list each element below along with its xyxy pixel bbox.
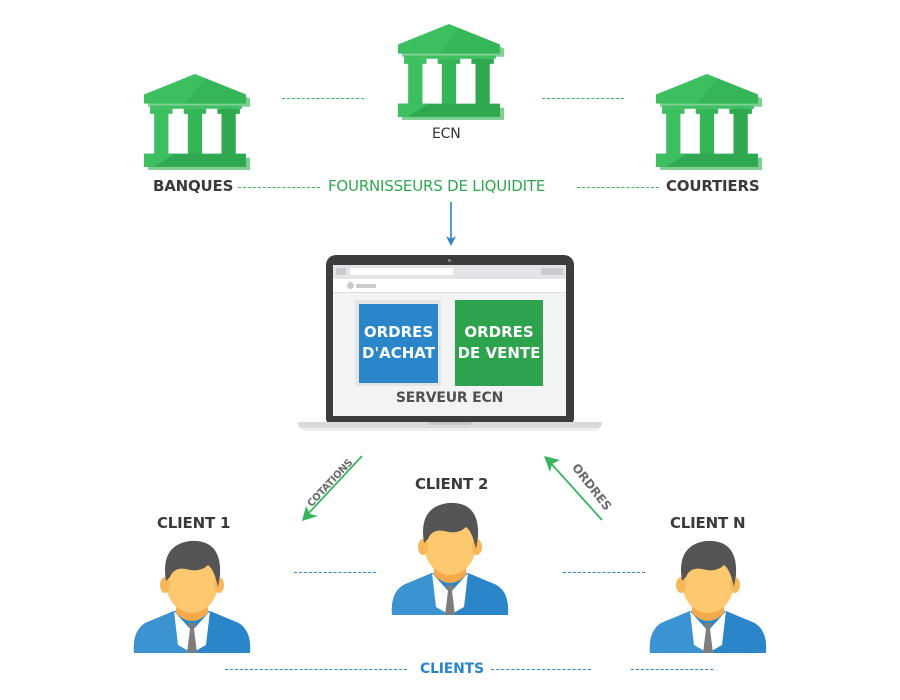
arrow-down-left-icon: [302, 455, 363, 521]
ecn-label: ECN: [432, 126, 461, 142]
browser-nav-dot: [347, 282, 354, 289]
connector-clients-mid: [491, 669, 591, 670]
orders-flow: ORDRES: [540, 452, 614, 526]
browser-window-buttons: [541, 268, 563, 275]
laptop-base-shadow: [302, 428, 598, 431]
user-icon: [391, 502, 509, 615]
client2-label: CLIENT 2: [415, 475, 489, 493]
brokers-node: [655, 72, 763, 172]
connector-client2-clientN: [563, 572, 645, 573]
client1-node: [130, 534, 254, 658]
banks-node: [143, 72, 251, 172]
connector-ecn-brokers: [542, 98, 624, 99]
quotes-flow: COTATIONS: [296, 452, 368, 526]
clientN-node: [646, 534, 770, 658]
client1-label: CLIENT 1: [157, 514, 231, 532]
user-icon: [649, 540, 767, 653]
bank-icon: [655, 74, 763, 170]
providers-label: FOURNISSEURS DE LIQUIDITE: [328, 177, 546, 195]
browser-nav-bar: [356, 284, 376, 288]
brokers-label: COURTIERS: [666, 177, 760, 195]
connector-banks-ecn: [282, 98, 364, 99]
arrow-down-icon: [446, 202, 456, 246]
connector-clients-left: [225, 669, 407, 670]
arrow-up-left-icon: [544, 456, 603, 521]
clientN-label: CLIENT N: [670, 514, 746, 532]
banks-label: BANQUES: [153, 177, 234, 195]
bank-icon: [143, 74, 251, 170]
connector-providers-brokers: [577, 187, 659, 188]
laptop-screen: ORDRES D'ACHAT ORDRES DE VENTE SERVEUR E…: [333, 265, 566, 416]
buy-orders-line1: ORDRES: [363, 323, 434, 341]
sell-orders-line1: ORDRES: [464, 323, 534, 341]
connector-clients-right: [631, 669, 713, 670]
browser-tab: [336, 268, 346, 275]
clients-label: CLIENTS: [420, 661, 484, 677]
browser-address-bar: [350, 268, 453, 275]
laptop-notch: [428, 422, 472, 425]
sell-orders-line2: DE VENTE: [457, 344, 541, 362]
ecn-node: [397, 22, 505, 122]
server-label: SERVEUR ECN: [395, 390, 504, 406]
buy-orders-box: ORDRES D'ACHAT: [359, 304, 438, 383]
ecn-server-laptop: ORDRES D'ACHAT ORDRES DE VENTE SERVEUR E…: [298, 255, 602, 435]
camera-dot: [448, 259, 451, 262]
sell-orders-box: ORDRES DE VENTE: [455, 300, 543, 386]
connector-banks-providers: [238, 187, 320, 188]
bank-icon: [397, 24, 505, 120]
connector-client1-client2: [294, 572, 376, 573]
laptop-base: [298, 422, 602, 429]
client2-node: [388, 496, 512, 620]
buy-orders-line2: D'ACHAT: [362, 344, 435, 362]
browser-toolbar: [333, 279, 566, 293]
user-icon: [133, 540, 251, 653]
